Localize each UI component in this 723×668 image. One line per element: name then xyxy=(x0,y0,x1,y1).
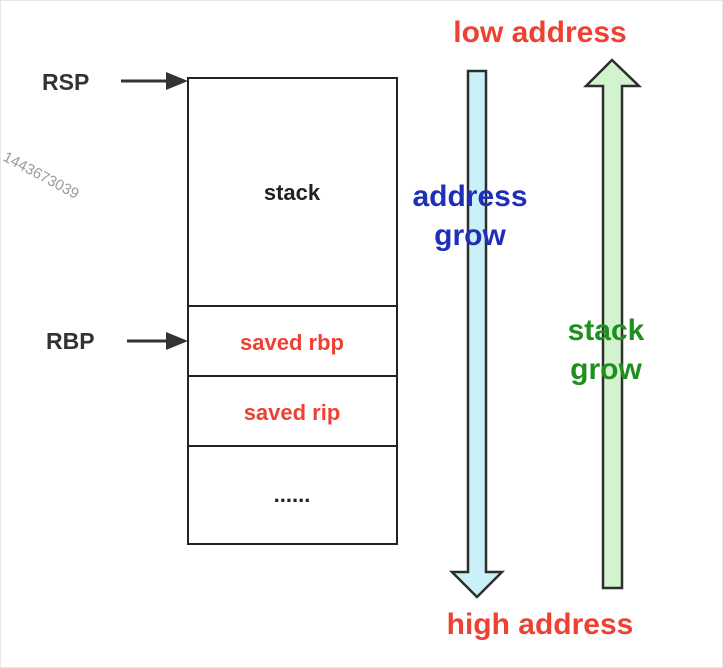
saved-rip-cell-label: saved rip xyxy=(244,400,341,425)
saved-rbp-cell-label: saved rbp xyxy=(240,330,344,355)
address-grow-label-line2: grow xyxy=(434,219,506,252)
rbp-label: RBP xyxy=(46,328,95,354)
high-address-label: high address xyxy=(447,608,634,641)
stack-cell-label: stack xyxy=(264,180,321,205)
rsp-label: RSP xyxy=(42,69,89,95)
watermark-text: 1443673039 xyxy=(0,149,82,203)
rsp-pointer-arrow xyxy=(121,72,188,90)
address-grow-label-line1: address xyxy=(412,180,527,213)
address-grow-arrow xyxy=(448,69,506,599)
ellipsis-cell-label: ...... xyxy=(274,482,311,507)
rbp-pointer-arrow xyxy=(127,332,188,350)
low-address-label: low address xyxy=(453,16,626,49)
stack-frame-box xyxy=(187,77,398,545)
stack-grow-arrow xyxy=(582,58,643,590)
stack-grow-label-line2: grow xyxy=(570,353,642,386)
stack-grow-label-line1: stack xyxy=(568,314,645,347)
